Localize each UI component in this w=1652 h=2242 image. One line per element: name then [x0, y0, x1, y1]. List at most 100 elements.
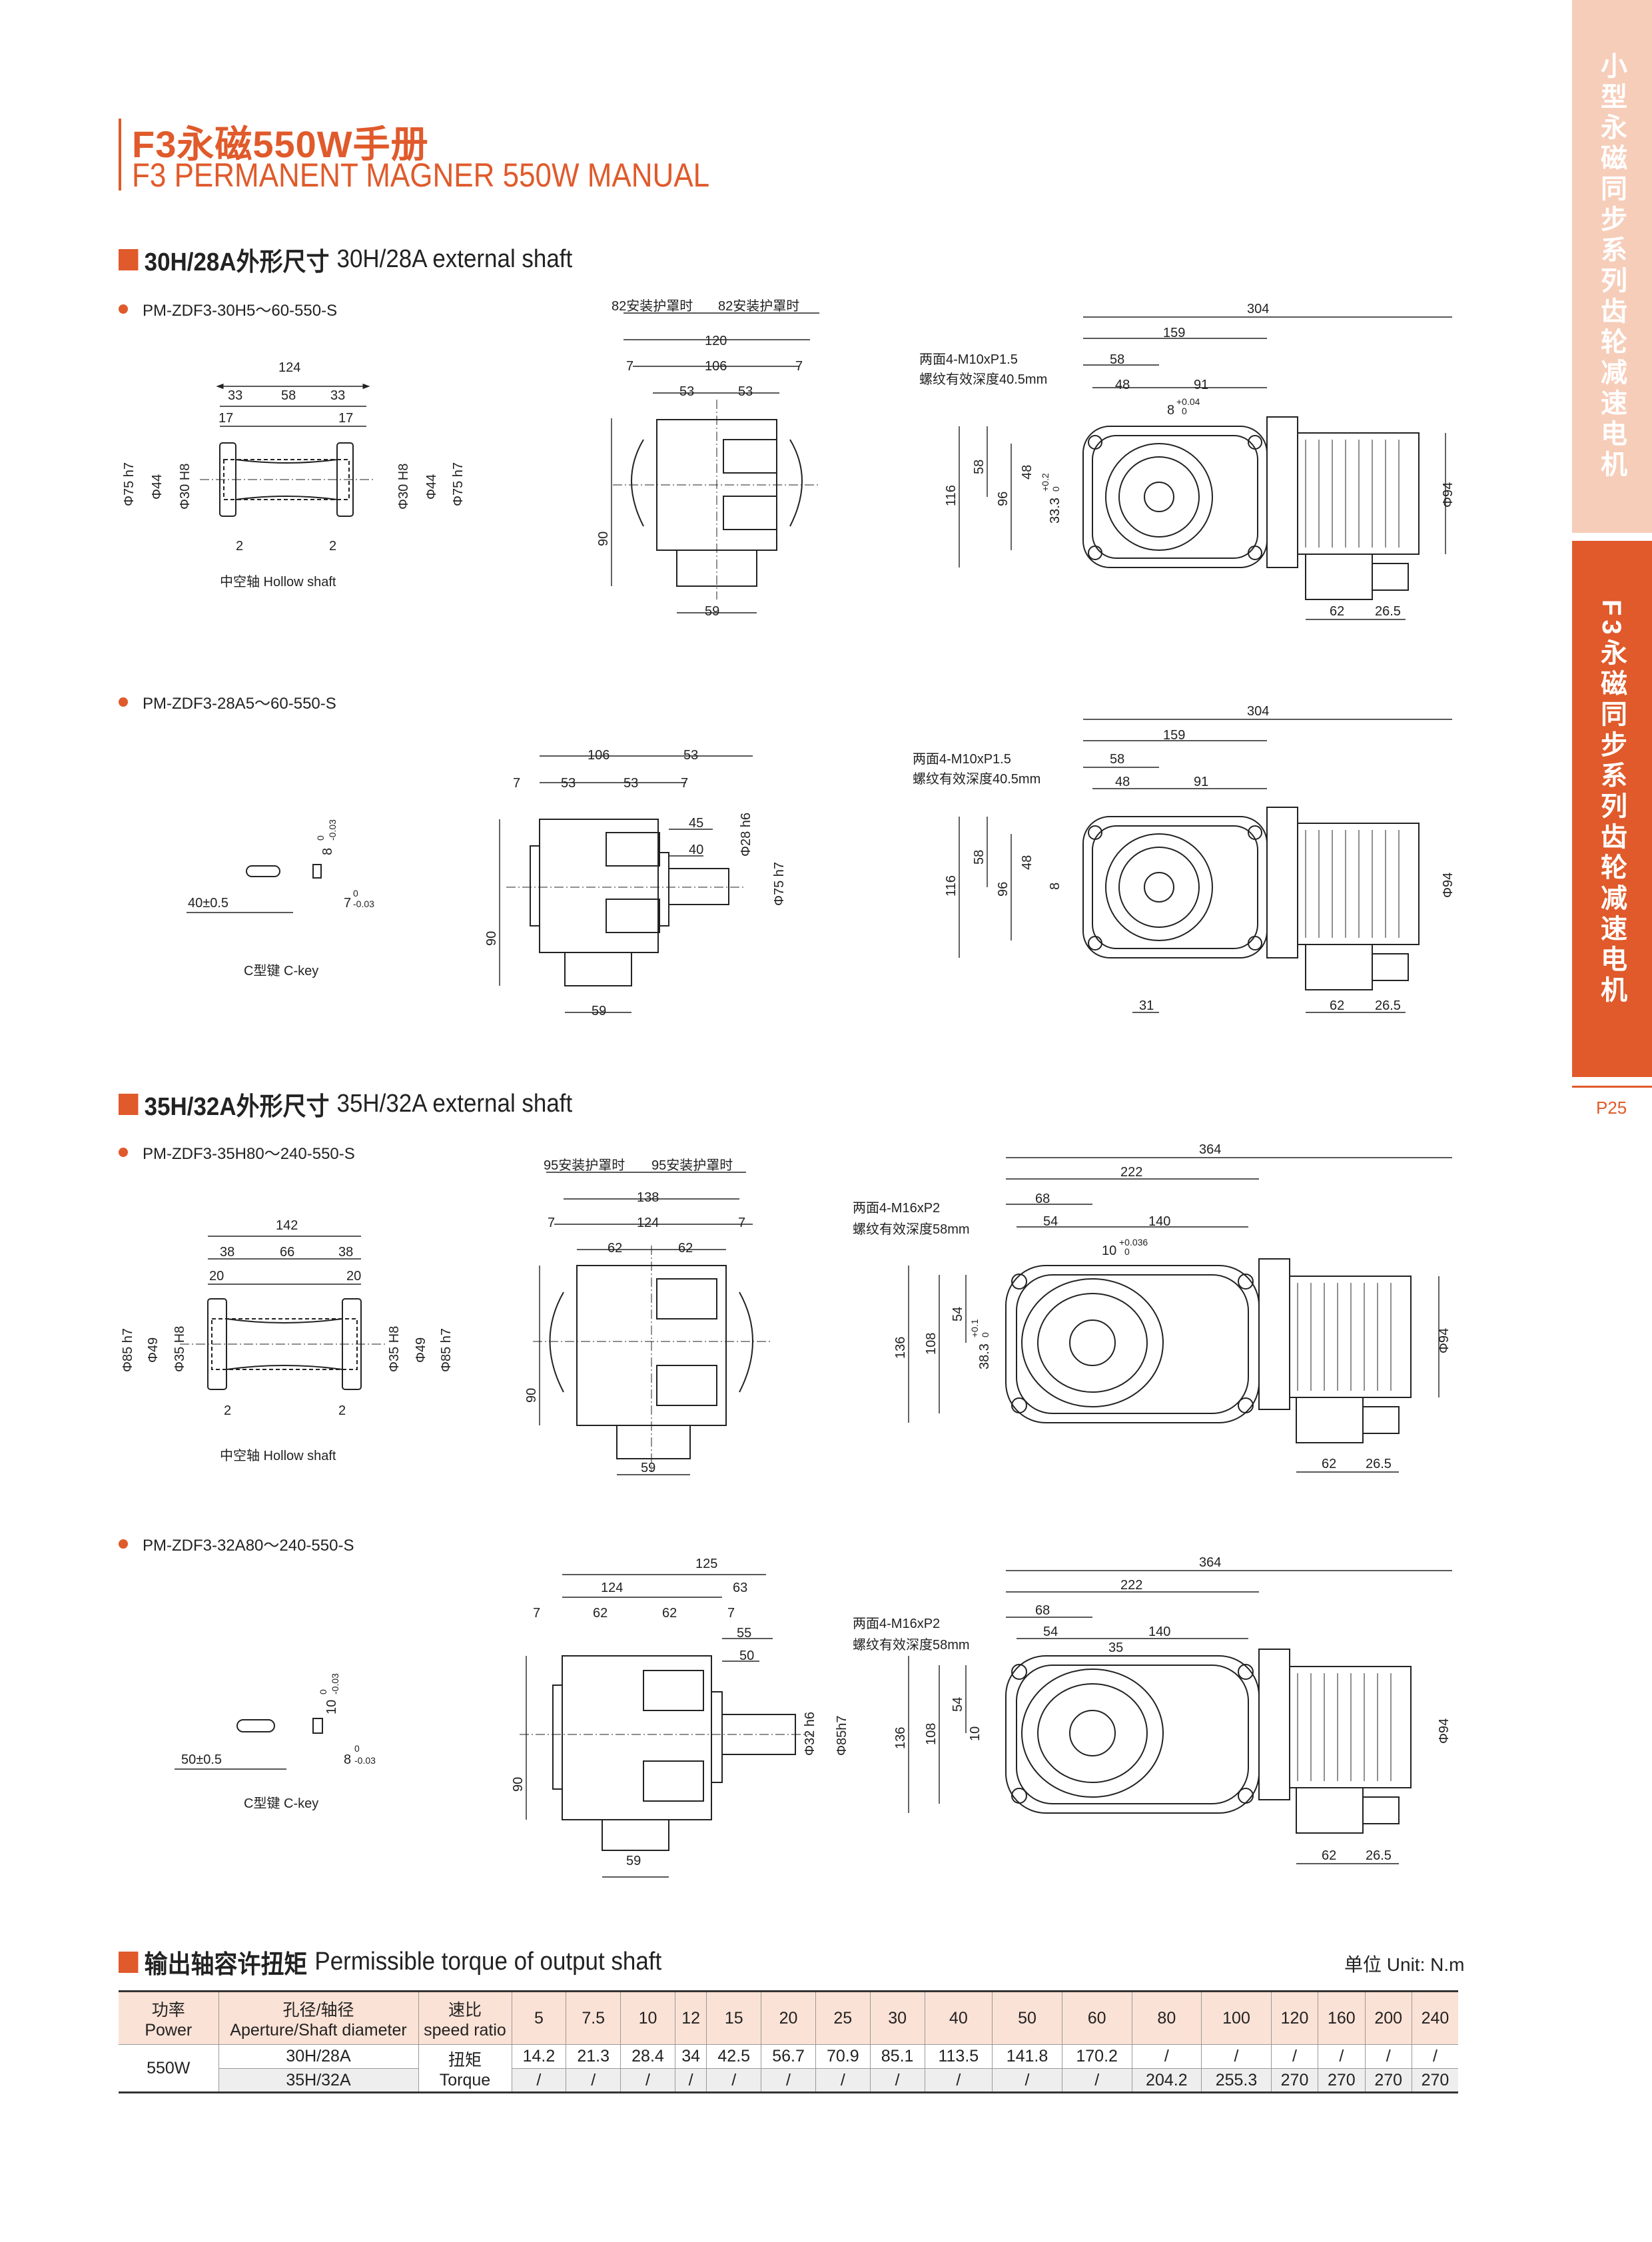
sidebar-current-title: F3永磁同步系列齿轮减速电机 — [1597, 599, 1626, 1006]
dim-label: 7 — [548, 1216, 555, 1230]
cover-note-right: 82安装护罩时 — [718, 298, 799, 314]
ratio-cell: 120 — [1270, 1990, 1318, 2045]
dim-label: 58 — [1110, 352, 1124, 367]
dim-label: 62 — [662, 1606, 677, 1621]
dim-label: 106 — [705, 359, 727, 374]
dim-label: Φ94 — [1441, 482, 1455, 508]
value-cell: / — [511, 2068, 566, 2093]
value-cell: 270 — [1364, 2068, 1412, 2093]
dim-label: 106 — [588, 748, 610, 763]
dim-label: 33.3 — [1048, 498, 1062, 524]
dim-label: 159 — [1163, 728, 1185, 743]
sidebar-series-tab — [1572, 0, 1652, 533]
dim-label: Φ75 h7 — [451, 462, 466, 506]
dim-label: 53 — [738, 384, 753, 399]
front-view-30h-drawing — [959, 316, 1452, 620]
model-label-30h: PM-ZDF3-30H5～60-550-S — [119, 297, 337, 320]
dim-label: 62 — [1322, 1457, 1336, 1471]
torque-label-en: Torque — [439, 2070, 491, 2089]
side-view-28a-drawing — [499, 755, 753, 1013]
dim-label: Φ75 h7 — [772, 862, 787, 906]
dim-label: 59 — [592, 1004, 606, 1018]
ratio-cell: 7.5 — [566, 1990, 621, 2045]
dim-label: 90 — [596, 532, 611, 546]
model-label-35h: PM-ZDF3-35H80～240-550-S — [119, 1140, 355, 1164]
dim-label: 0 — [353, 888, 358, 899]
value-cell: 113.5 — [924, 2044, 993, 2069]
torque-title-en: Permissible torque of output shaft — [314, 1948, 662, 1976]
dim-label: 62 — [608, 1241, 622, 1256]
cover-note-right: 95安装护罩时 — [651, 1158, 733, 1173]
key-caption: C型键 C-key — [244, 963, 318, 978]
ratio-cell: 30 — [869, 1990, 925, 2045]
key-32a-drawing — [175, 1718, 323, 1770]
dim-label: Φ75 h7 — [122, 462, 137, 506]
dim-label: 26.5 — [1375, 998, 1401, 1013]
dim-label: 124 — [601, 1581, 623, 1595]
cover-note-left: 82安装护罩时 — [612, 298, 693, 314]
ratio-cell: 12 — [674, 1990, 707, 2045]
ratio-cell: 80 — [1131, 1990, 1202, 2045]
dim-label: Φ30 H8 — [178, 464, 193, 510]
dim-label: 2 — [236, 539, 243, 554]
dim-label: 2 — [329, 539, 336, 554]
value-cell: / — [815, 2068, 871, 2093]
dim-label: 138 — [637, 1190, 659, 1205]
header-ratio-cn: 速比 — [448, 2000, 482, 2020]
front-view-32a-drawing — [908, 1570, 1452, 1864]
dim-label: 364 — [1199, 1555, 1221, 1570]
value-cell: / — [1270, 2044, 1318, 2069]
dim-label: 0 — [354, 1743, 360, 1754]
dim-label: 159 — [1163, 326, 1185, 340]
dim-label: 59 — [641, 1461, 655, 1475]
thread-note-line2: 螺纹有效深度58mm — [853, 1222, 970, 1237]
sidebar-series-title: 小型永磁同步系列齿轮减速电机 — [1597, 52, 1626, 481]
dim-label: -0.03 — [327, 819, 338, 841]
value-cell: 270 — [1411, 2068, 1458, 2093]
dim-label: 8 — [344, 1752, 351, 1767]
dim-label: 7 — [795, 359, 803, 374]
dim-label: 0 — [315, 835, 326, 841]
dim-label: 54 — [951, 1697, 965, 1712]
torque-label-cn: 扭矩 — [448, 2050, 482, 2069]
dim-label: 54 — [1043, 1214, 1058, 1229]
dim-label: +0.2 — [1040, 473, 1050, 492]
section-square-icon — [119, 1951, 139, 1973]
bullet-dot-icon — [119, 1147, 128, 1157]
dim-label: Φ35 H8 — [387, 1326, 402, 1372]
dim-label: 90 — [484, 931, 499, 946]
dim-label: Φ44 — [150, 474, 165, 500]
table-row: 35H/32A / / / / / / / / / / / 204.2 255.… — [119, 2068, 1458, 2093]
dim-label: 20 — [346, 1269, 361, 1284]
dim-label: Φ49 — [414, 1337, 428, 1363]
bullet-dot-icon — [119, 1539, 128, 1549]
dim-label: 38 — [220, 1245, 234, 1260]
dim-label: Φ28 h6 — [739, 813, 753, 857]
ratio-cell: 60 — [1061, 1990, 1132, 2045]
value-cell: 56.7 — [761, 2044, 816, 2069]
dim-label: 7 — [681, 776, 688, 791]
dim-label: 140 — [1148, 1625, 1170, 1639]
ratio-cell: 15 — [706, 1990, 761, 2045]
dim-label: -0.03 — [353, 899, 374, 909]
dim-label: 48 — [1020, 855, 1034, 870]
dim-label: 7 — [626, 359, 633, 374]
dim-label: 136 — [893, 1337, 908, 1359]
dim-label: 108 — [924, 1723, 939, 1745]
dim-label: Φ94 — [1437, 1718, 1451, 1744]
dim-label: 0 — [1182, 406, 1187, 416]
dim-label: 54 — [1043, 1625, 1058, 1639]
dim-label: Φ32 h6 — [803, 1712, 817, 1756]
sidebar-current-tab — [1572, 541, 1652, 1077]
dim-label: Φ85 h7 — [121, 1328, 135, 1372]
sidebar-divider — [1572, 1086, 1652, 1088]
dim-label: 2 — [224, 1403, 231, 1418]
dim-label: 55 — [737, 1626, 751, 1641]
dim-label: 2 — [338, 1403, 346, 1418]
value-cell: 270 — [1318, 2068, 1366, 2093]
dim-label: 10 — [324, 1700, 339, 1714]
value-cell: / — [620, 2068, 675, 2093]
dim-label: 8 — [1167, 403, 1174, 418]
dim-label: 8 — [1048, 883, 1062, 890]
